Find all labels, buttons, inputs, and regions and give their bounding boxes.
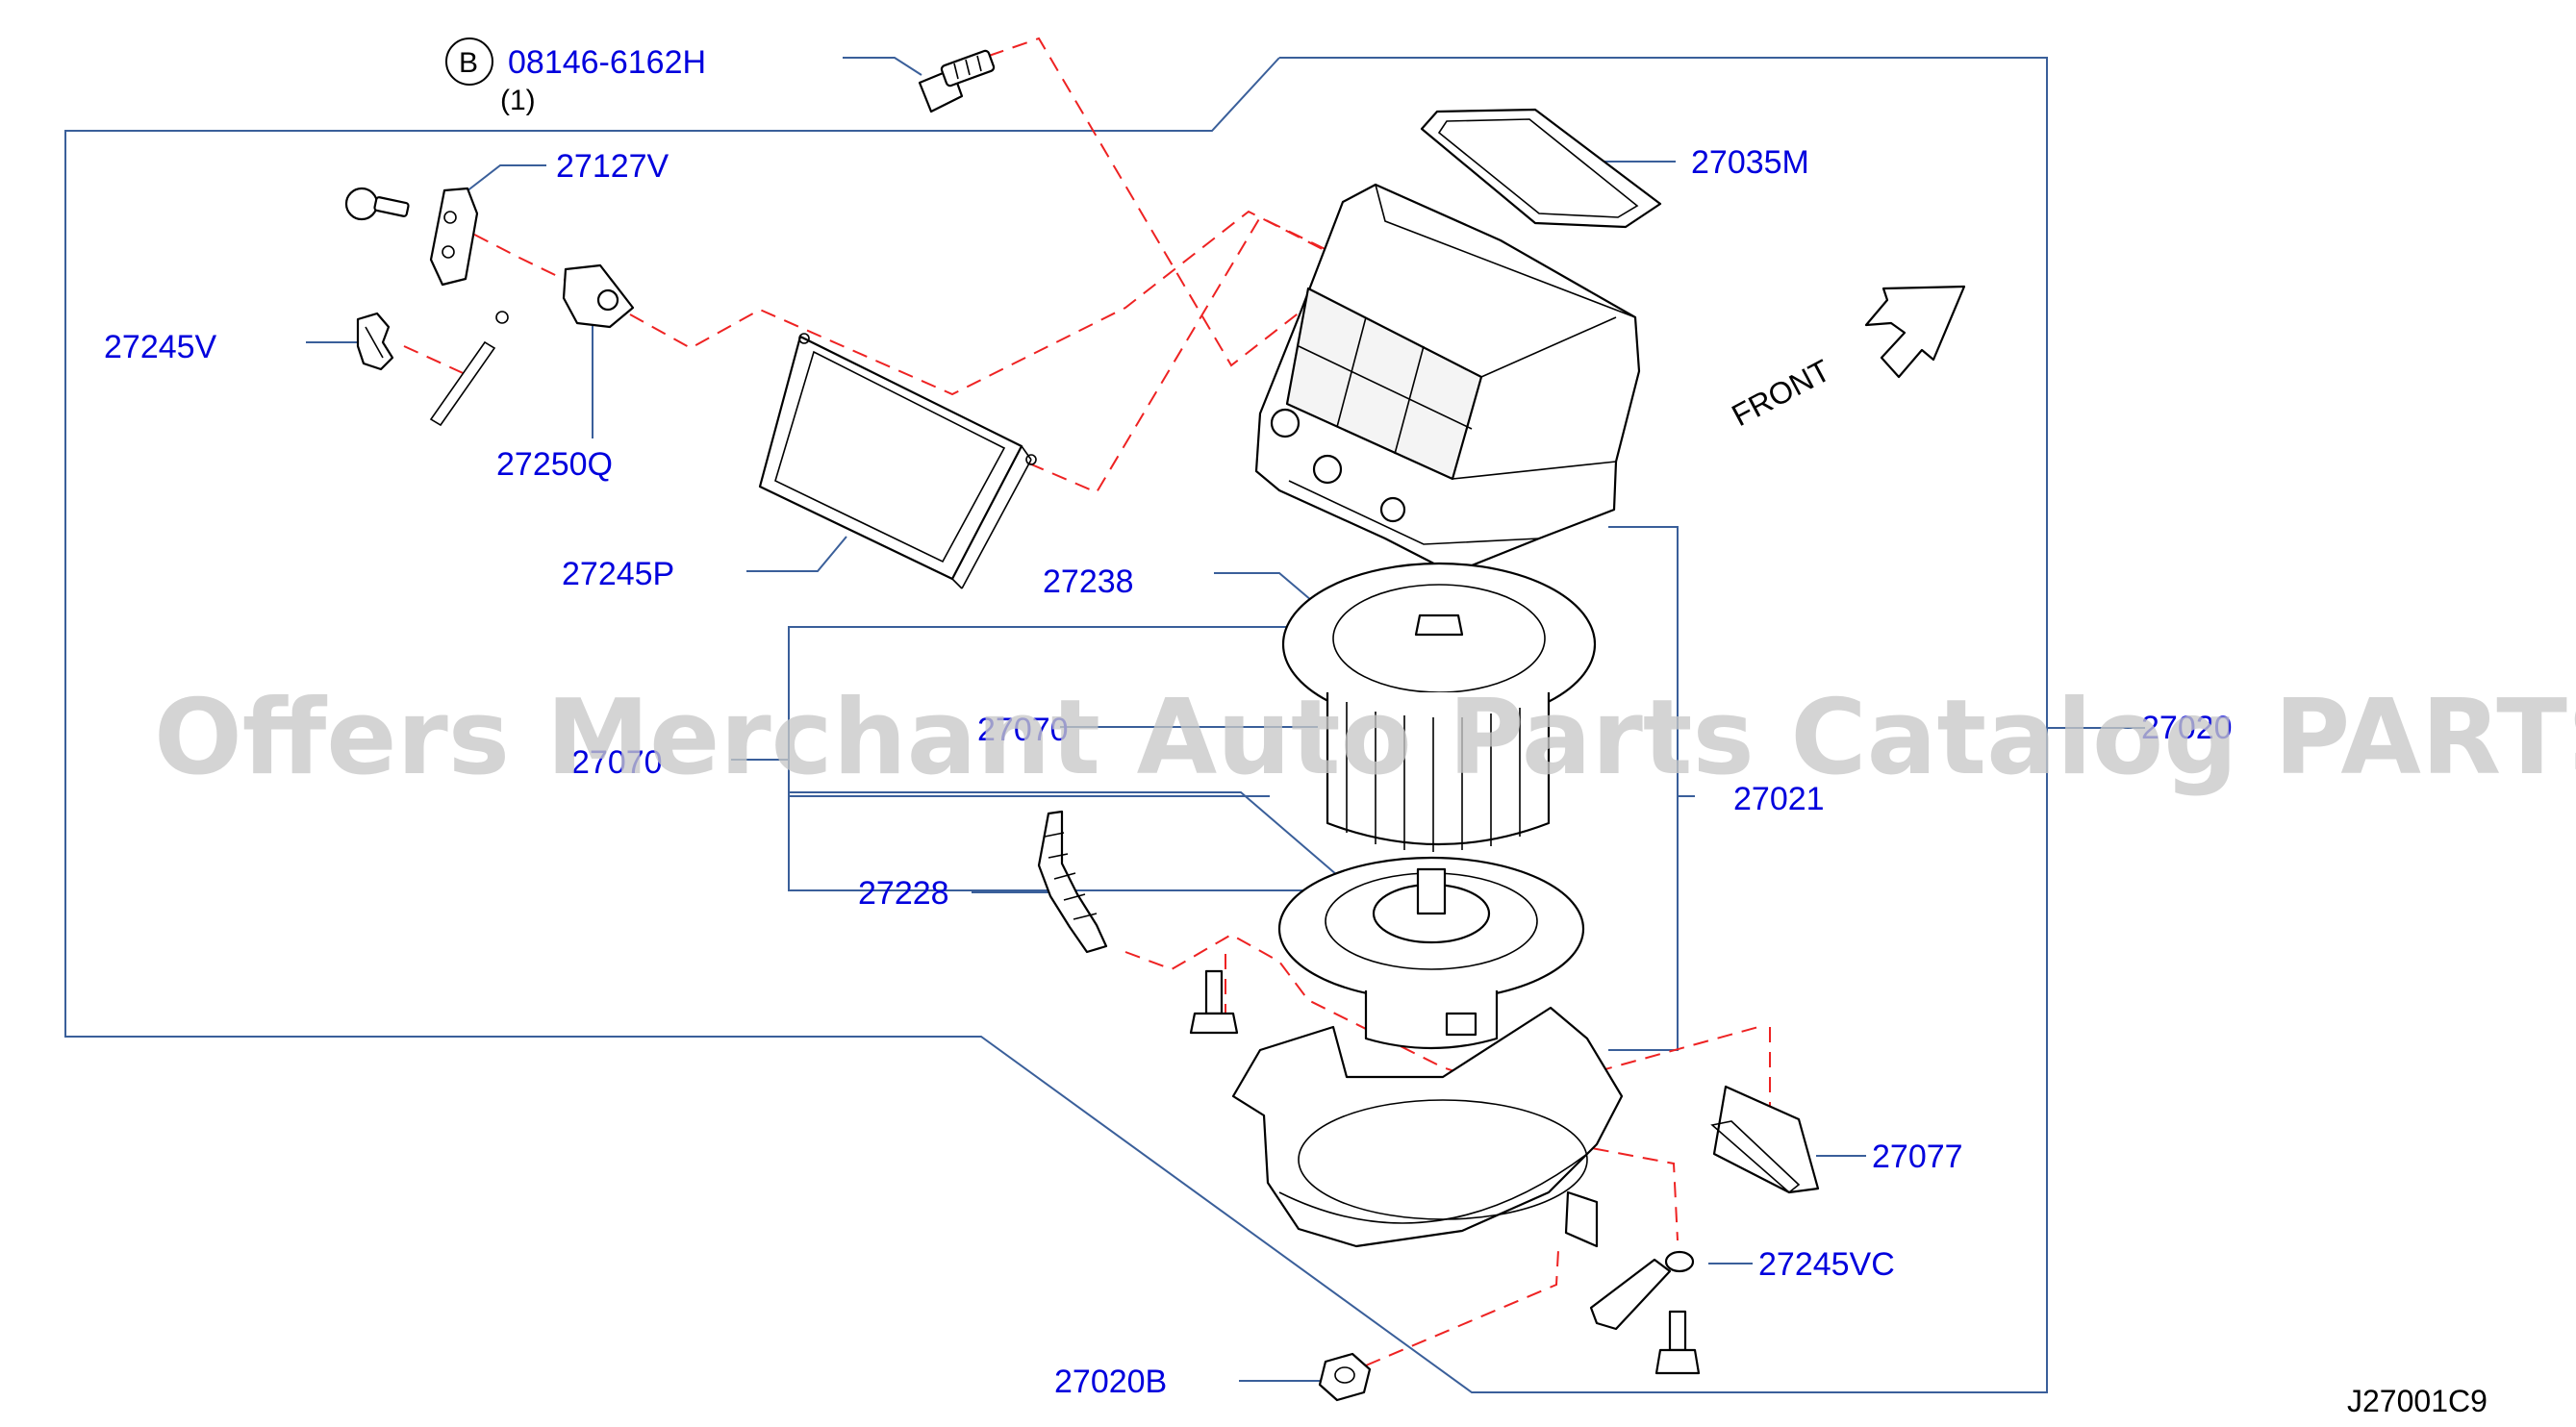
part-label-27238[interactable]: 27238 [1043,563,1134,600]
intake-housing[interactable] [1254,183,1641,575]
nut-27020b[interactable] [1318,1352,1372,1402]
part-label-27020b[interactable]: 27020B [1054,1364,1167,1400]
part-label-27228[interactable]: 27228 [858,875,949,912]
front-label: FRONT [1726,353,1835,434]
screw-small[interactable] [344,187,410,221]
part-label-27245vc[interactable]: 27245VC [1758,1246,1895,1283]
strap-27245vc[interactable] [1589,1250,1695,1331]
bracket-27127v[interactable] [429,187,479,287]
part-label-27070-lower[interactable]: 27070 [571,744,663,781]
part-label-27250q[interactable]: 27250Q [496,446,613,483]
lower-case-27020[interactable] [1231,1006,1624,1248]
part-label-27070-upper[interactable]: 27070 [977,712,1069,748]
watermark: Offers Merchant Auto Parts Catalog PARTS… [154,678,2576,798]
fan-27238[interactable] [1281,562,1597,852]
grommet-27077[interactable] [1710,1085,1820,1194]
diagram-id: J27001C9 [2347,1384,2488,1418]
filter-rod[interactable] [429,311,509,427]
bolt-marker: B [445,38,493,86]
part-label-27245v[interactable]: 27245V [104,329,217,365]
part-label-08146-6162h[interactable]: 08146-6162H [508,44,706,81]
motor-27021[interactable] [1277,856,1585,1050]
seal-27035m[interactable] [1420,108,1662,229]
part-label-27245p[interactable]: 27245P [562,556,674,592]
bolt-marker-letter: B [459,47,478,79]
part-label-27035m[interactable]: 27035M [1691,144,1809,181]
bolt-08146-6162h[interactable] [918,49,996,113]
screw-housing[interactable] [1189,969,1239,1035]
hose-27228[interactable] [1037,810,1108,954]
part-label-27127v[interactable]: 27127V [556,148,669,185]
filter-27245p[interactable] [758,333,1037,589]
cap-27250q[interactable] [562,263,635,329]
part-label-27077[interactable]: 27077 [1872,1139,1963,1175]
screw-lower[interactable] [1654,1310,1701,1375]
clip-27245v[interactable] [356,312,394,371]
part-label-27021[interactable]: 27021 [1733,781,1825,817]
front-arrow-icon [1864,285,1966,379]
part-qty-08146-6162h: (1) [500,85,536,116]
part-label-27020[interactable]: 27020 [2141,710,2233,746]
